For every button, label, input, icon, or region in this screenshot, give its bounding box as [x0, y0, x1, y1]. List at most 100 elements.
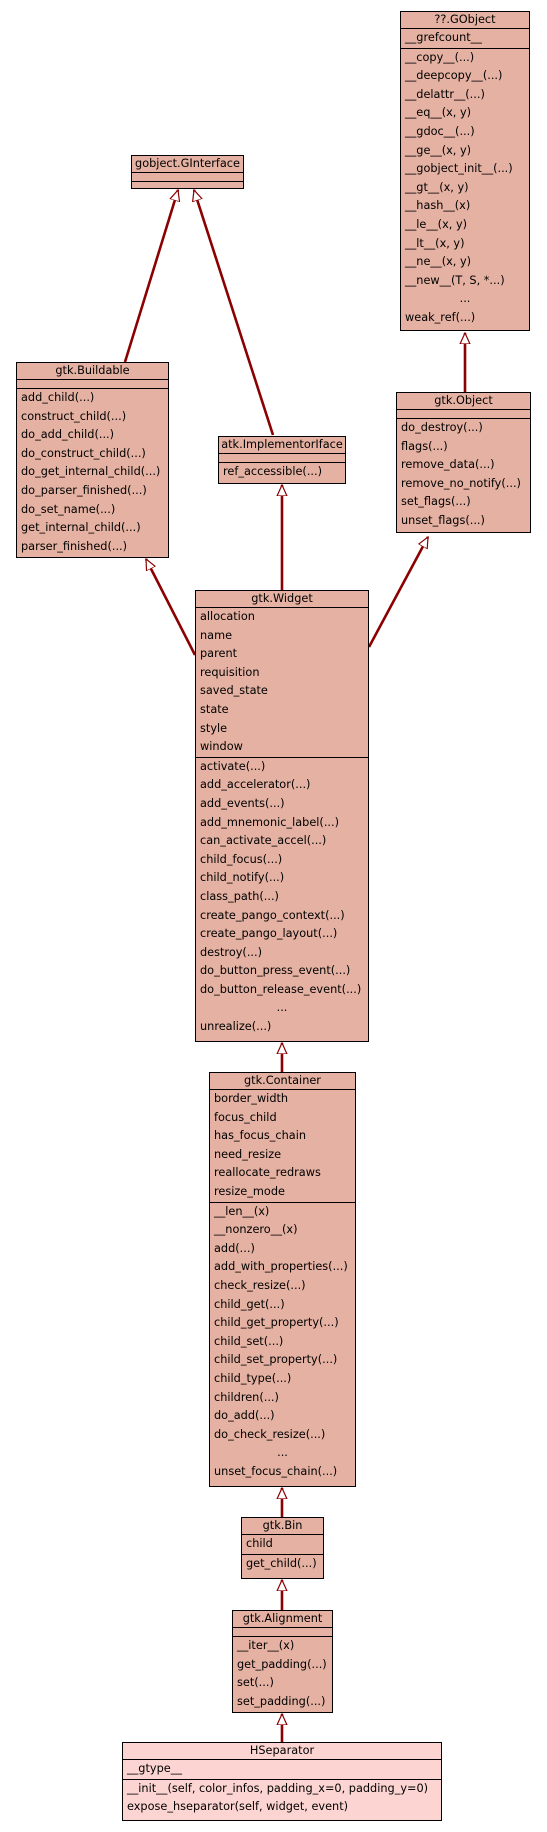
class-title: ??.GObject: [401, 12, 529, 29]
class-attribute: requisition: [200, 665, 260, 679]
class-method: __ne__(x, y): [405, 255, 472, 269]
class-attribute: border_width: [214, 1092, 289, 1105]
class-method: set_padding(...): [237, 1694, 326, 1708]
class-method: remove_no_notify(...): [401, 476, 521, 490]
class-method: add(...): [214, 1241, 255, 1255]
edge-implementoriface-to-ginterface: [194, 190, 275, 436]
class-method: children(...): [214, 1390, 279, 1404]
class-method: do_get_internal_child(...): [21, 465, 161, 479]
class-atk-implementoriface: atk.ImplementorIface ref_accessible(...): [218, 436, 346, 484]
class-gtk-widget: gtk.Widget allocation name parent requisiti…: [195, 590, 369, 1042]
class-title: gtk.Widget: [196, 591, 368, 608]
class-method: add_mnemonic_label(...): [200, 815, 340, 829]
class-method: __deepcopy__(...): [405, 69, 503, 83]
class-attribute: window: [200, 740, 243, 754]
class-title: gtk.Object: [397, 393, 530, 410]
class-method: parser_finished(...): [21, 539, 128, 553]
class-method: destroy(...): [200, 945, 263, 959]
class-method: __le__(x, y): [405, 217, 468, 231]
class-title: HSeparator: [123, 1743, 441, 1760]
class-method: child_set(...): [214, 1334, 284, 1348]
class-method: __len__(x): [214, 1204, 270, 1218]
class-method: add_child(...): [21, 391, 95, 404]
class-method: set(...): [237, 1676, 274, 1690]
class-method: do_button_release_event(...): [200, 982, 362, 996]
class-method: ...: [459, 292, 471, 306]
class-method: __new__(T, S, *...): [405, 273, 505, 287]
class-method: ref_accessible(...): [223, 465, 323, 478]
class-method: unset_focus_chain(...): [214, 1464, 338, 1478]
class-method: unrealize(...): [200, 1020, 272, 1034]
class-method: __delattr__(...): [405, 87, 485, 101]
class-method: __gdoc__(...): [405, 124, 475, 138]
class-gobject-ginterface: gobject.GInterface: [131, 155, 244, 189]
class-method: get_internal_child(...): [21, 521, 141, 535]
class-title: gtk.Alignment: [233, 1611, 332, 1628]
class-method: do_add(...): [214, 1409, 275, 1423]
class-attribute: child: [246, 1537, 273, 1550]
class-method: flags(...): [401, 439, 448, 453]
class-attribute: focus_child: [214, 1110, 277, 1124]
class-method: construct_child(...): [21, 409, 127, 423]
class-method: do_set_name(...): [21, 502, 116, 516]
class-method: get_padding(...): [237, 1657, 327, 1671]
edge-widget-to-buildable: [144, 559, 197, 656]
class-title: atk.ImplementorIface: [219, 437, 345, 454]
class-method: create_pango_layout(...): [200, 927, 338, 941]
class-method: check_resize(...): [214, 1278, 306, 1292]
class-method: child_set_property(...): [214, 1353, 338, 1367]
class-title: gtk.Container: [210, 1073, 355, 1090]
class-attribute: need_resize: [214, 1147, 282, 1161]
class-method: get_child(...): [246, 1556, 317, 1570]
class-method: __ge__(x, y): [405, 143, 472, 157]
class-title: gtk.Buildable: [17, 363, 168, 380]
class-method: add_accelerator(...): [200, 778, 311, 792]
class-attribute: allocation: [200, 610, 255, 623]
class-method: __hash__(x): [405, 199, 471, 213]
class-method: class_path(...): [200, 889, 279, 903]
class-method: unset_flags(...): [401, 513, 485, 527]
class-method: activate(...): [200, 759, 266, 773]
class-method: add_events(...): [200, 796, 285, 810]
class-gtk-alignment: gtk.Alignment __iter__(x)get_padding(...…: [232, 1610, 333, 1713]
class-gobject-gobject: ??.GObject __grefcount__ __copy__(...) __…: [400, 11, 530, 331]
class-title: gobject.GInterface: [132, 156, 243, 173]
class-method: ...: [276, 1001, 288, 1015]
class-gtk-object: gtk.Object do_destroy(...)flags(...)remo…: [396, 392, 531, 533]
edge-buildable-to-ginterface: [123, 190, 178, 363]
edge-widget-to-object: [367, 537, 430, 648]
class-method: ...: [277, 1446, 288, 1460]
class-attribute: parent: [200, 647, 238, 661]
class-method: create_pango_context(...): [200, 908, 345, 922]
class-method: child_focus(...): [200, 852, 283, 866]
class-attribute: __gtype__: [127, 1762, 183, 1775]
class-method: child_notify(...): [200, 871, 285, 885]
class-attribute: style: [200, 721, 228, 735]
class-method: do_construct_child(...): [21, 446, 146, 460]
class-method: do_add_child(...): [21, 428, 115, 442]
class-method: weak_ref(...): [405, 310, 476, 324]
class-attribute: resize_mode: [214, 1184, 285, 1198]
class-hseparator: HSeparator __gtype__ __init__(self, colo…: [122, 1742, 442, 1821]
class-attribute: has_focus_chain: [214, 1129, 307, 1143]
class-attribute: name: [200, 628, 233, 642]
class-method: __gobject_init__(...): [405, 162, 513, 176]
class-attribute: saved_state: [200, 684, 268, 698]
class-attribute: state: [200, 702, 229, 716]
class-method: __lt__(x, y): [405, 236, 465, 250]
class-method: set_flags(...): [401, 495, 471, 509]
class-method: expose_hseparator(self, widget, event): [127, 1800, 349, 1814]
class-method: do_check_resize(...): [214, 1427, 326, 1441]
class-attribute: __grefcount__: [405, 31, 482, 44]
class-method: remove_data(...): [401, 458, 495, 472]
class-method: __copy__(...): [405, 50, 475, 64]
class-method: __eq__(x, y): [405, 106, 472, 120]
class-method: __init__(self, color_infos, padding_x=0,…: [127, 1781, 429, 1795]
class-method: child_get(...): [214, 1297, 285, 1311]
class-title: gtk.Bin: [242, 1518, 323, 1535]
class-method: __gt__(x, y): [405, 180, 469, 194]
class-gtk-buildable: gtk.Buildable add_child(...) construct_ch…: [16, 362, 169, 558]
class-method: can_activate_accel(...): [200, 834, 327, 848]
